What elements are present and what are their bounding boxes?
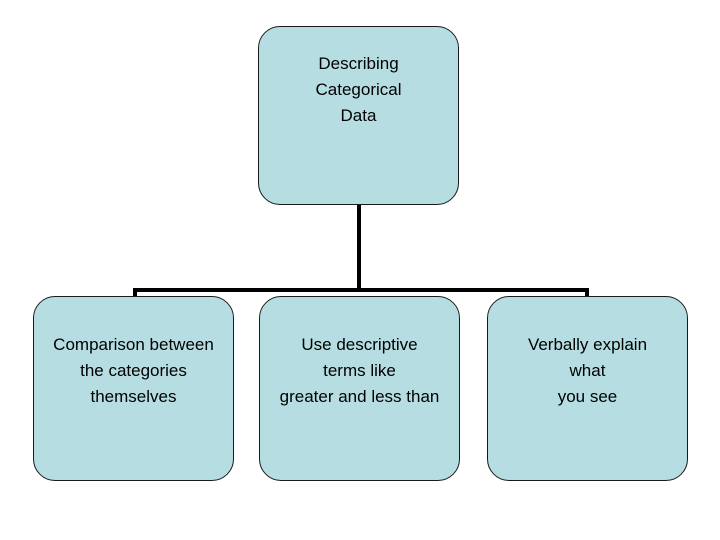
node-root-describing-categorical-data[interactable]: Describing Categorical Data bbox=[258, 26, 459, 205]
node-root-label-line-2: Categorical bbox=[315, 79, 402, 99]
node-child-2-label-line-2: terms like bbox=[323, 360, 396, 380]
node-child-3-label-line-3: you see bbox=[557, 386, 618, 406]
node-child-1-label-line-1: Comparison between bbox=[53, 334, 214, 354]
node-child-3-label-line-1: Verbally explain bbox=[527, 334, 648, 354]
connector-root-stem bbox=[357, 205, 361, 292]
connector-horizontal-bar bbox=[133, 288, 589, 292]
node-child-3-label: Verbally explain what you see bbox=[528, 332, 647, 410]
node-child-2-label-line-3: greater and less than bbox=[279, 386, 440, 406]
node-child-2-label: Use descriptive terms like greater and l… bbox=[280, 332, 440, 410]
node-child-verbally-explain-what-you-see[interactable]: Verbally explain what you see bbox=[487, 296, 688, 481]
node-child-3-label-line-2: what bbox=[569, 360, 606, 380]
node-root-label: Describing Categorical Data bbox=[316, 51, 402, 129]
node-child-use-descriptive-terms[interactable]: Use descriptive terms like greater and l… bbox=[259, 296, 460, 481]
node-child-2-label-line-1: Use descriptive bbox=[301, 334, 418, 354]
node-child-comparison-between-categories[interactable]: Comparison between the categories themse… bbox=[33, 296, 234, 481]
connector-drop-child-1 bbox=[133, 288, 137, 298]
node-root-label-line-1: Describing bbox=[318, 53, 399, 73]
node-child-1-label-line-3: themselves bbox=[90, 386, 177, 406]
node-root-label-line-3: Data bbox=[340, 105, 377, 125]
node-child-1-label: Comparison between the categories themse… bbox=[53, 332, 214, 410]
node-child-1-label-line-2: the categories bbox=[80, 360, 187, 380]
connector-drop-child-3 bbox=[585, 288, 589, 298]
